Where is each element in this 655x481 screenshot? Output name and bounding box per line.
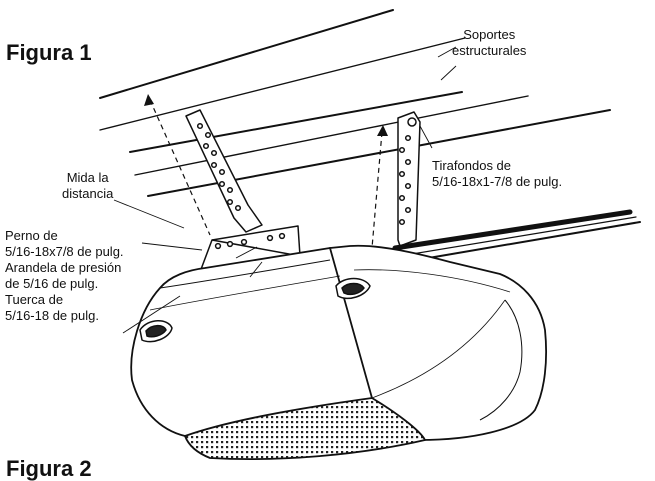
hardware-label: Perno de 5/16-18x7/8 de pulg. Arandela d… xyxy=(5,228,124,324)
arrow-heads xyxy=(144,94,388,136)
figure-2-title: Figura 2 xyxy=(6,456,92,481)
bolt-label: Perno de xyxy=(5,228,58,243)
washer-label: Arandela de presión xyxy=(5,260,122,275)
structural-supports-line-2: estructurales xyxy=(452,43,527,58)
structural-supports-line-1: Soportes xyxy=(463,27,516,42)
measure-distance-line-1: Mida la xyxy=(66,170,109,185)
lag-screws-line-1: Tirafondos de xyxy=(432,158,512,173)
structural-supports-label: Soportes estructurales xyxy=(452,27,526,59)
nut-size-label: 5/16-18 de pulg. xyxy=(5,308,99,323)
measure-arrows xyxy=(149,99,383,249)
bolt-size-label: 5/16-18x7/8 de pulg. xyxy=(5,244,124,259)
left-hanger-bracket xyxy=(185,109,263,233)
figure-1-title: Figura 1 xyxy=(6,40,92,65)
lag-screws-line-2: 5/16-18x1-7/8 de pulg. xyxy=(432,174,563,189)
measure-distance-line-2: distancia xyxy=(62,186,114,201)
opener-mounting-diagram xyxy=(99,9,641,461)
opener-unit xyxy=(130,244,547,461)
nut-label: Tuerca de xyxy=(5,292,64,307)
lag-screws-label: Tirafondos de 5/16-18x1-7/8 de pulg. xyxy=(432,158,562,190)
rail xyxy=(392,209,641,263)
handle-recesses xyxy=(139,277,371,343)
right-hanger-bracket xyxy=(397,111,421,247)
measure-distance-label: Mida la distancia xyxy=(62,170,113,202)
leader-lines xyxy=(113,46,457,334)
washer-size-label: de 5/16 de pulg. xyxy=(5,276,99,291)
